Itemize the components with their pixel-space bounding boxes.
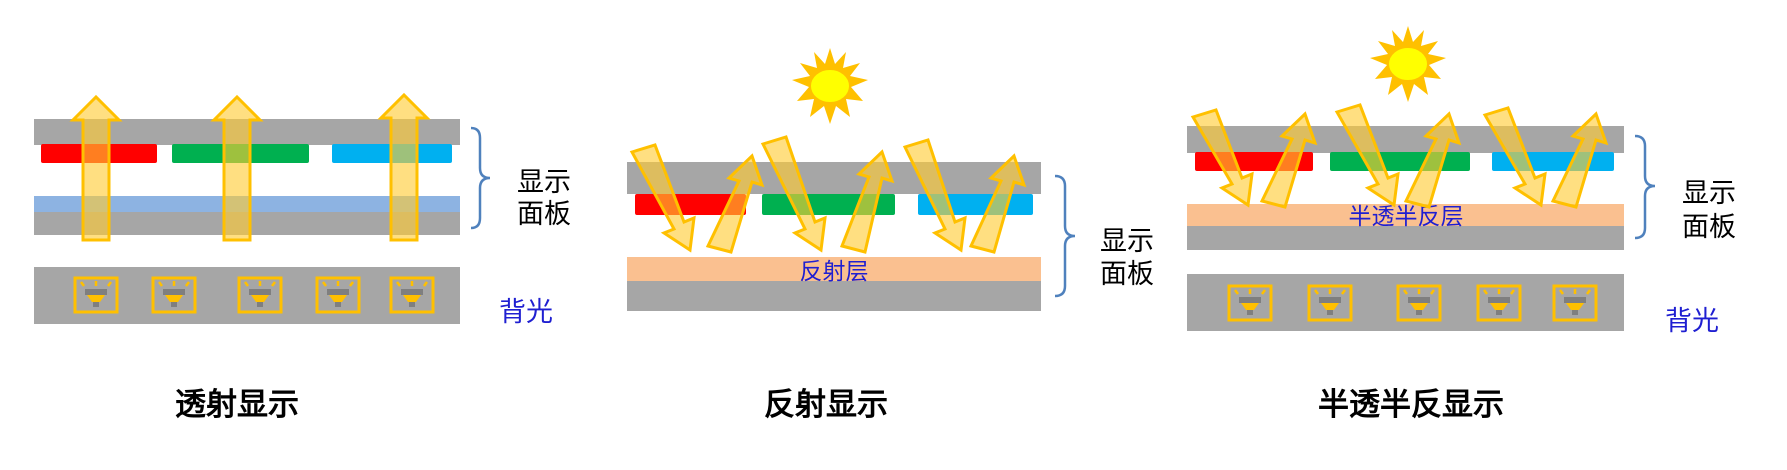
panel-label-line1: 显示 xyxy=(517,167,571,198)
panel-label-line1: 显示 xyxy=(1100,226,1154,257)
panel-label-line1: 显示 xyxy=(1682,178,1736,209)
curly-brace-icon xyxy=(1634,134,1656,240)
light-arrow-icon xyxy=(69,94,123,242)
light-arrow-icon xyxy=(210,94,264,242)
light-arrow-icon xyxy=(760,135,827,253)
light-arrow-icon xyxy=(1334,103,1400,208)
light-arrow-icon xyxy=(839,149,895,254)
transflector-label: 半透半反层 xyxy=(1349,204,1464,230)
light-arrow-icon xyxy=(1482,106,1547,208)
reflective-panel: 反射层 显示 面板 反射显示 xyxy=(627,47,1154,423)
light-arrow-icon xyxy=(902,138,967,253)
light-arrow-icon xyxy=(1259,111,1318,209)
light-arrow-icon xyxy=(1550,111,1609,209)
bottom-substrate xyxy=(627,281,1041,311)
curly-brace-icon xyxy=(1054,174,1076,298)
light-arrow-icon xyxy=(1190,108,1254,208)
sun-icon xyxy=(791,47,869,125)
panel-label-line2: 面板 xyxy=(1100,259,1154,290)
transmissive-panel: 显示 面板 背光 透射显示 xyxy=(34,92,571,423)
top-glass-layer xyxy=(627,162,1041,194)
light-arrow-icon xyxy=(968,153,1027,254)
transflector-layer xyxy=(1187,204,1624,226)
backlight-label: 背光 xyxy=(499,297,553,328)
bottom-substrate xyxy=(1187,226,1624,250)
light-arrow-icon xyxy=(1403,111,1462,209)
sun-icon xyxy=(1369,25,1447,103)
caption-reflective: 反射显示 xyxy=(764,387,888,423)
light-arrow-icon xyxy=(705,153,765,254)
caption-transflective: 半透半反显示 xyxy=(1318,387,1504,423)
panel-label-line2: 面板 xyxy=(517,199,571,230)
caption-transmissive: 透射显示 xyxy=(175,387,299,423)
reflector-label: 反射层 xyxy=(800,259,869,285)
light-arrow-icon xyxy=(377,92,431,242)
panel-label-line2: 面板 xyxy=(1682,212,1736,243)
top-glass-layer xyxy=(1187,126,1624,153)
curly-brace-icon xyxy=(470,126,491,230)
reflector-layer xyxy=(627,257,1041,281)
backlight-label: 背光 xyxy=(1665,306,1719,337)
light-arrow-icon xyxy=(629,143,696,253)
transflective-panel: 半透半反层 显示 面板 背光 半透半反显示 xyxy=(1187,25,1736,423)
green-color-filter xyxy=(1330,152,1470,171)
